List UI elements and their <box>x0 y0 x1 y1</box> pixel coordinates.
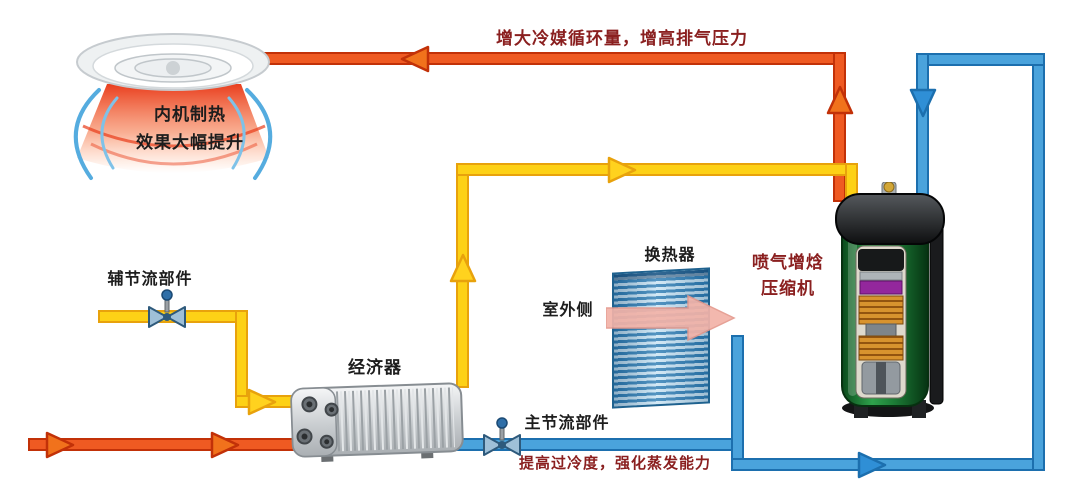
indoor-effect-line1: 内机制热 <box>154 105 226 124</box>
economizer-illustration <box>287 375 468 465</box>
suction-flow-arrow-right-icon <box>856 451 888 479</box>
ceiling-unit-illustration <box>55 26 290 186</box>
injection-flow-arrow-right-top-icon <box>606 156 638 184</box>
economizer-label: 经济器 <box>348 358 402 377</box>
indoor-effect-line2: 效果大幅提升 <box>136 133 244 152</box>
suction-pipe-exchanger-drop <box>731 335 744 471</box>
discharge-flow-arrow-left-icon <box>399 45 431 73</box>
suction-pipe-right-riser <box>1032 53 1045 471</box>
compressor-label-line2: 压缩机 <box>761 279 815 298</box>
outdoor-side-label: 室外侧 <box>542 302 594 319</box>
suction-flow-arrow-down-icon <box>909 87 937 119</box>
suction-pipe-bottom-rail <box>731 458 1045 471</box>
main-throttle-label: 主节流部件 <box>524 415 610 432</box>
aux-throttle-valve-icon <box>146 288 188 348</box>
liquid-flow-arrow-right-1-icon <box>44 431 76 459</box>
top-annotation: 增大冷媒循环量，增高排气压力 <box>496 29 748 48</box>
injection-flow-arrow-up-icon <box>449 252 477 284</box>
compressor-label-line1: 喷气增焓 <box>752 253 824 272</box>
discharge-flow-arrow-up-icon <box>826 84 854 116</box>
suction-pipe-top-right <box>916 53 1045 66</box>
bottom-annotation: 提高过冷度，强化蒸发能力 <box>518 455 711 472</box>
heat-exchanger-label: 换热器 <box>644 247 696 264</box>
discharge-pipe-top <box>246 52 842 65</box>
injection-flow-arrow-right-economizer-icon <box>246 388 278 416</box>
compressor-illustration <box>830 181 950 422</box>
main-throttle-valve-icon <box>481 416 523 476</box>
liquid-flow-arrow-right-2-icon <box>209 431 241 459</box>
injection-pipe-top <box>456 163 858 176</box>
airflow-arrow-icon <box>605 292 738 349</box>
aux-throttle-label: 辅节流部件 <box>107 271 193 288</box>
